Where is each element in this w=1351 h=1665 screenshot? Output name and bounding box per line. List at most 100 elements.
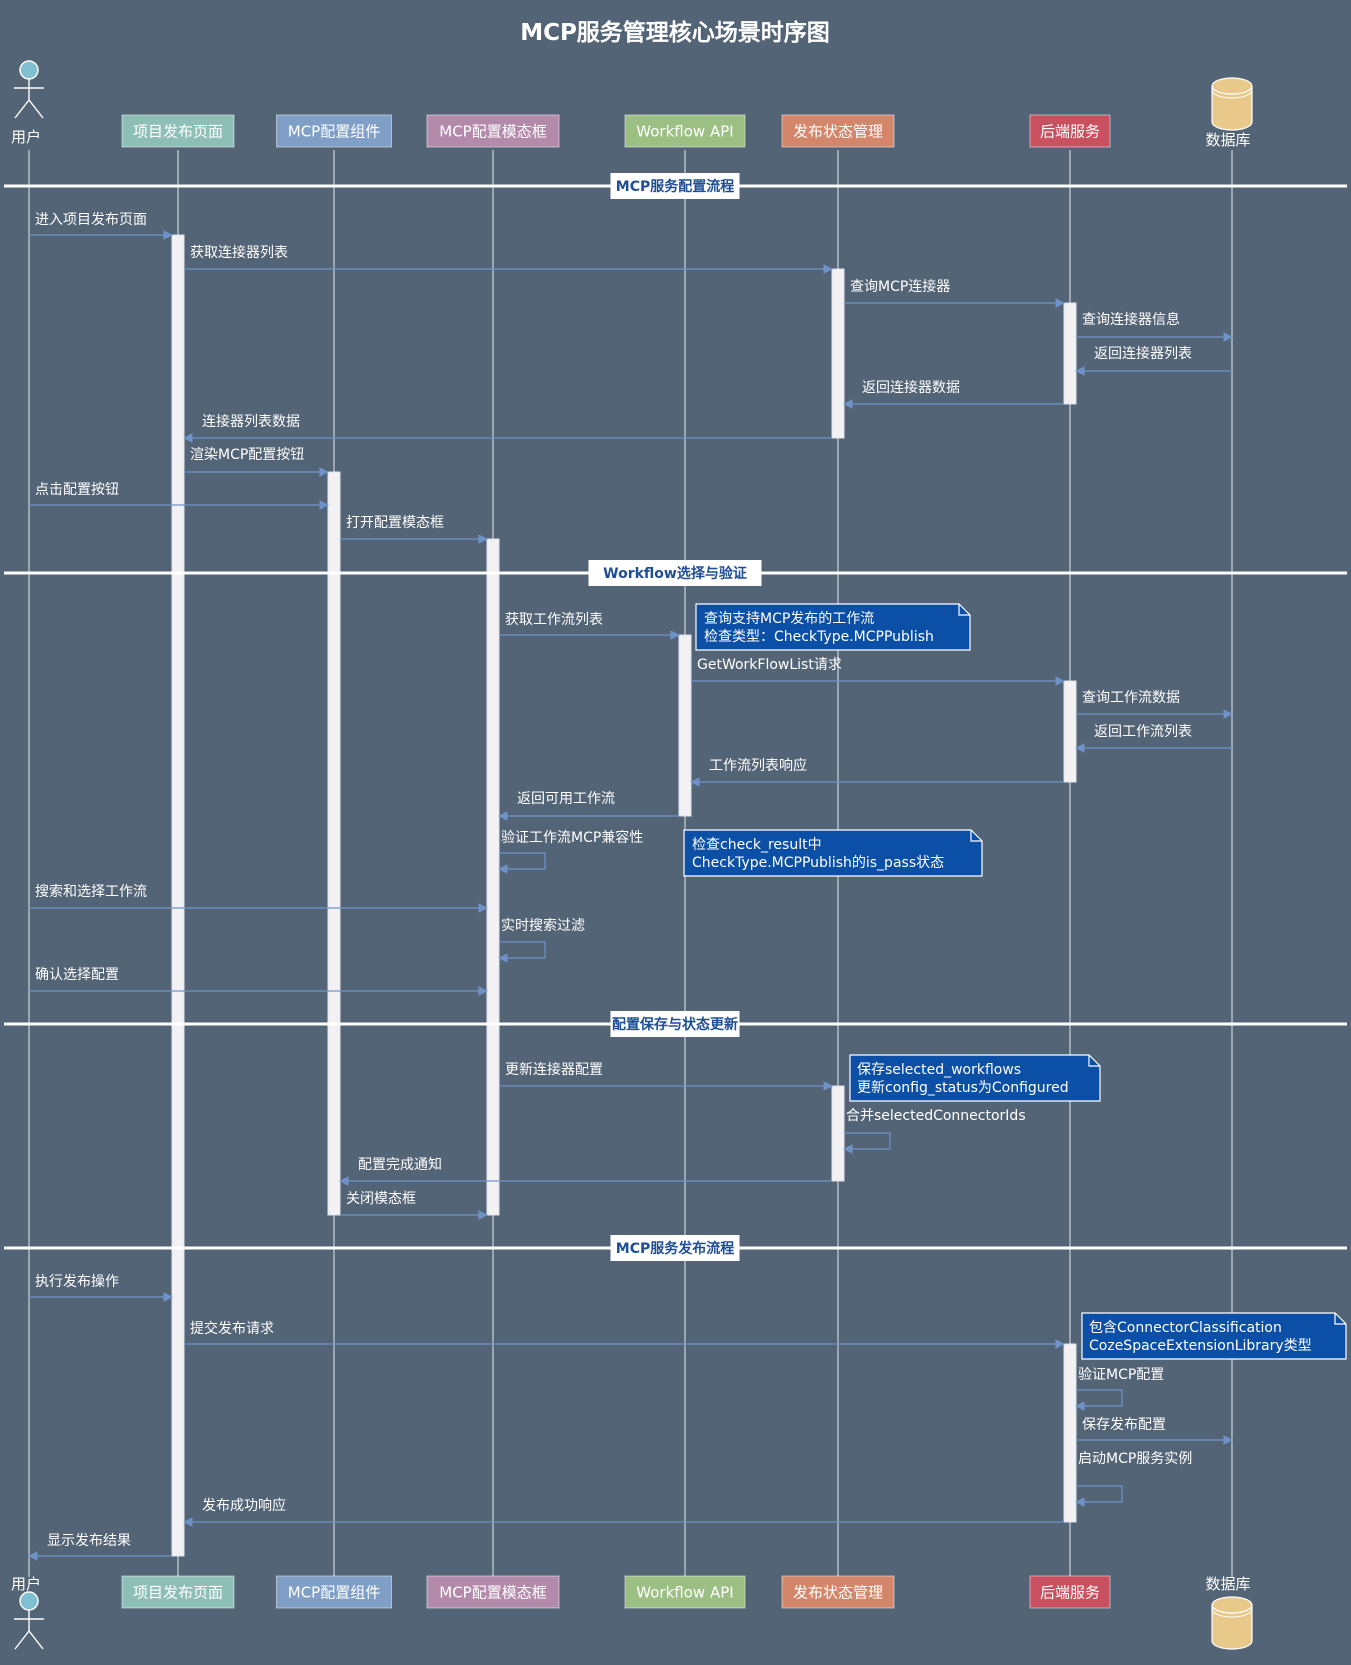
message: 搜索和选择工作流 bbox=[29, 883, 488, 913]
note-text: CozeSpaceExtensionLibrary类型 bbox=[1089, 1338, 1312, 1354]
participant-label: 发布状态管理 bbox=[793, 123, 883, 141]
participant-label: 发布状态管理 bbox=[793, 1584, 883, 1602]
lifelines bbox=[28, 150, 1233, 1577]
message-label: 返回连接器列表 bbox=[1094, 345, 1192, 362]
message: 验证工作流MCP兼容性 bbox=[498, 829, 643, 874]
participant-label: Workflow API bbox=[636, 123, 733, 141]
note-text: 检查类型：CheckType.MCPPublish bbox=[704, 629, 934, 645]
self-message-arrow bbox=[498, 941, 546, 963]
participant-mcpcomp: MCP配置组件 bbox=[276, 114, 392, 148]
participant-db: 数据库 bbox=[1205, 77, 1253, 149]
participant-user: 用户 bbox=[11, 60, 44, 146]
message: 返回工作流列表 bbox=[1075, 724, 1232, 753]
participant-wfapi: Workflow API bbox=[624, 1575, 746, 1609]
self-message-arrow bbox=[843, 1132, 891, 1154]
participant-label: MCP配置组件 bbox=[288, 123, 380, 141]
note: 保存selected_workflows更新config_status为Conf… bbox=[849, 1054, 1101, 1102]
message-label: 验证MCP配置 bbox=[1078, 1367, 1164, 1383]
section-label-box bbox=[588, 560, 762, 586]
message: 确认选择配置 bbox=[29, 967, 488, 996]
message-label: 配置完成通知 bbox=[358, 1156, 442, 1173]
participant-box bbox=[426, 114, 560, 148]
note: 检查check_result中 CheckType.MCPPublish的is_p… bbox=[683, 829, 983, 877]
message-label: 更新连接器配置 bbox=[505, 1061, 603, 1078]
participant-backend: 后端服务 bbox=[1029, 1575, 1111, 1609]
participant-label: 项目发布页面 bbox=[133, 1584, 223, 1602]
participant-box bbox=[276, 1575, 392, 1609]
participant-db: 数据库 bbox=[1205, 1575, 1253, 1650]
message-label: 连接器列表数据 bbox=[202, 413, 300, 430]
message: 连接器列表数据 bbox=[183, 413, 832, 443]
message-label: 确认选择配置 bbox=[35, 967, 119, 983]
participant-state: 发布状态管理 bbox=[781, 1575, 895, 1609]
message: 配置完成通知 bbox=[339, 1156, 832, 1186]
message-label: 查询MCP连接器 bbox=[850, 278, 950, 295]
message-label: 合并selectedConnectorIds bbox=[846, 1108, 1026, 1124]
note-box bbox=[849, 1054, 1101, 1102]
participant-box bbox=[426, 1575, 560, 1609]
participant-box bbox=[781, 114, 895, 148]
messages: 进入项目发布页面获取连接器列表查询MCP连接器查询连接器信息返回连接器列表返回连… bbox=[28, 212, 1233, 1561]
note-box bbox=[1081, 1312, 1347, 1360]
participants: 用户用户项目发布页面项目发布页面MCP配置组件MCP配置组件MCP配置模态框MC… bbox=[11, 60, 1253, 1650]
section-label-box bbox=[610, 1011, 740, 1037]
activation-bar-backend bbox=[1063, 680, 1077, 783]
database-rim bbox=[1211, 1608, 1253, 1618]
activation-bar-backend bbox=[1063, 1343, 1077, 1523]
message: 查询MCP连接器 bbox=[844, 278, 1065, 308]
message: 进入项目发布页面 bbox=[29, 212, 173, 240]
participant-page: 项目发布页面 bbox=[121, 114, 235, 148]
section-label: 配置保存与状态更新 bbox=[612, 1016, 738, 1033]
participant-box bbox=[121, 1575, 235, 1609]
note-text: 包含ConnectorClassification bbox=[1089, 1320, 1282, 1336]
participant-label: MCP配置模态框 bbox=[439, 123, 546, 141]
message-label: 显示发布结果 bbox=[47, 1533, 131, 1549]
database-top bbox=[1211, 1596, 1253, 1614]
participant-modal: MCP配置模态框 bbox=[426, 1575, 560, 1609]
note-fold bbox=[958, 604, 970, 616]
activation-bar-backend bbox=[1063, 302, 1077, 405]
activation-bar-state bbox=[831, 268, 845, 439]
message: 保存发布配置 bbox=[1076, 1417, 1233, 1445]
note: 包含ConnectorClassificationCozeSpaceExtens… bbox=[1081, 1312, 1347, 1360]
message: 显示发布结果 bbox=[28, 1533, 172, 1561]
participant-box bbox=[1029, 1575, 1111, 1609]
message-label: 提交发布请求 bbox=[190, 1320, 274, 1337]
message-label: 查询工作流数据 bbox=[1082, 690, 1180, 706]
message: 工作流列表响应 bbox=[690, 757, 1064, 787]
actor-legs bbox=[14, 98, 44, 119]
message: 获取工作流列表 bbox=[499, 612, 680, 640]
activation-bar-wfapi bbox=[678, 634, 692, 817]
message-label: 发布成功响应 bbox=[202, 1497, 286, 1514]
message: 发布成功响应 bbox=[183, 1497, 1064, 1527]
participant-label: 用户 bbox=[11, 128, 41, 146]
participant-label: 后端服务 bbox=[1040, 123, 1100, 141]
section-label: MCP服务配置流程 bbox=[616, 178, 734, 195]
note-text: 查询支持MCP发布的工作流 bbox=[704, 611, 874, 627]
message: 查询工作流数据 bbox=[1076, 690, 1233, 719]
message-label: 获取工作流列表 bbox=[505, 612, 603, 628]
note-fold bbox=[970, 830, 982, 842]
note-text: 保存selected_workflows bbox=[857, 1062, 1021, 1078]
participant-mcpcomp: MCP配置组件 bbox=[276, 1575, 392, 1609]
section-label-box bbox=[610, 1235, 740, 1261]
self-message-arrow bbox=[1075, 1485, 1123, 1507]
participant-box bbox=[781, 1575, 895, 1609]
activation-bars bbox=[171, 234, 1077, 1557]
participant-backend: 后端服务 bbox=[1029, 114, 1111, 148]
message-label: 启动MCP服务实例 bbox=[1078, 1451, 1192, 1467]
message: 提交发布请求 bbox=[184, 1320, 1065, 1349]
message-label: 实时搜索过滤 bbox=[501, 917, 585, 934]
message: 打开配置模态框 bbox=[340, 514, 488, 544]
message: 关闭模态框 bbox=[340, 1191, 488, 1220]
message: GetWorkFlowList请求 bbox=[691, 657, 1065, 686]
note-text: CheckType.MCPPublish的is_pass状态 bbox=[692, 855, 944, 871]
note-text: 检查check_result中 bbox=[692, 837, 822, 853]
database-rim bbox=[1211, 89, 1253, 99]
section-label: Workflow选择与验证 bbox=[603, 565, 747, 582]
message: 合并selectedConnectorIds bbox=[843, 1108, 1026, 1154]
message-label: 获取连接器列表 bbox=[190, 244, 288, 261]
participant-label: Workflow API bbox=[636, 1584, 733, 1602]
participant-label: MCP配置模态框 bbox=[439, 1584, 546, 1602]
